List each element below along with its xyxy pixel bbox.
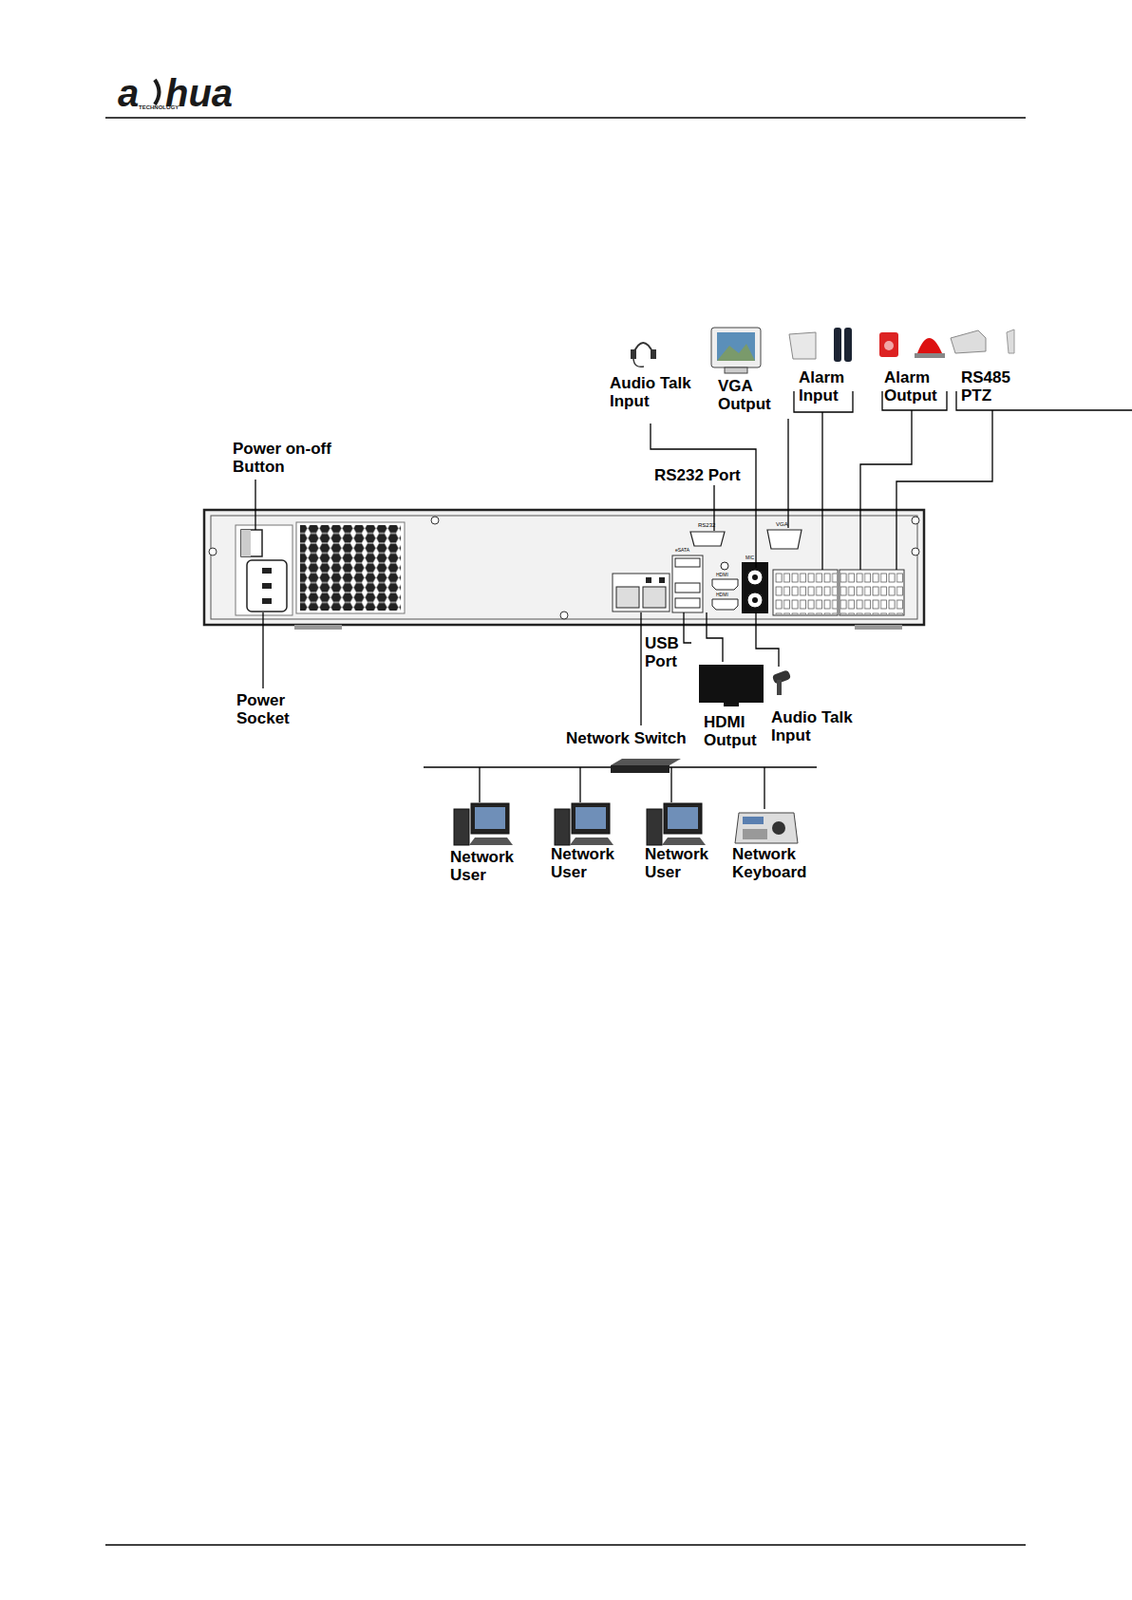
rear-panel [204, 509, 925, 630]
panel-marking: MIC [745, 555, 774, 562]
network-switch-icon [610, 758, 681, 774]
device-label: Network User [550, 846, 627, 882]
panel-marking: HDMI [716, 592, 745, 599]
alarm-output-devices [879, 329, 1015, 359]
part-label: RS232 Port [654, 467, 759, 486]
device-label: Alarm Output [884, 369, 947, 405]
vga-monitor-icon [711, 327, 761, 374]
device-label: Alarm Input [798, 369, 864, 405]
microphone-icon [772, 669, 792, 696]
panel-marking: RS232 [698, 522, 727, 529]
pc-icon [554, 803, 614, 846]
alarm-input-devices [789, 327, 852, 362]
part-label: Power on-off Button [232, 440, 352, 476]
device-label: Network User [450, 849, 527, 885]
pc-icon [453, 803, 513, 846]
panel-marking: HDMI [716, 572, 745, 579]
header-rule [105, 116, 1026, 119]
pc-icon [646, 803, 706, 846]
headset-icon [630, 342, 657, 367]
leader-lines [255, 391, 1132, 810]
device-label: Network Keyboard [732, 846, 820, 882]
device-label: Audio Talk Input [771, 709, 867, 745]
device-label: RS485 PTZ [961, 369, 1022, 405]
panel-marking: VGA [775, 521, 805, 529]
footer-rule [105, 1544, 1026, 1547]
device-label: Network Switch [566, 730, 699, 749]
panel-marking: eSATA [675, 547, 704, 554]
network-pc-icons [453, 803, 706, 846]
device-label: Network User [644, 846, 721, 882]
device-label: VGA Output [717, 377, 779, 414]
part-label: Power Socket [236, 692, 300, 728]
logo-stroke [154, 79, 160, 105]
device-label: HDMI Output [703, 714, 765, 750]
device-label: Audio Talk Input [609, 375, 705, 411]
network-keyboard-icon [735, 812, 798, 844]
hdmi-tv-icon [698, 664, 764, 707]
logo-subtitle: TECHNOLOGY [138, 104, 215, 112]
part-label: USB Port [644, 635, 689, 671]
